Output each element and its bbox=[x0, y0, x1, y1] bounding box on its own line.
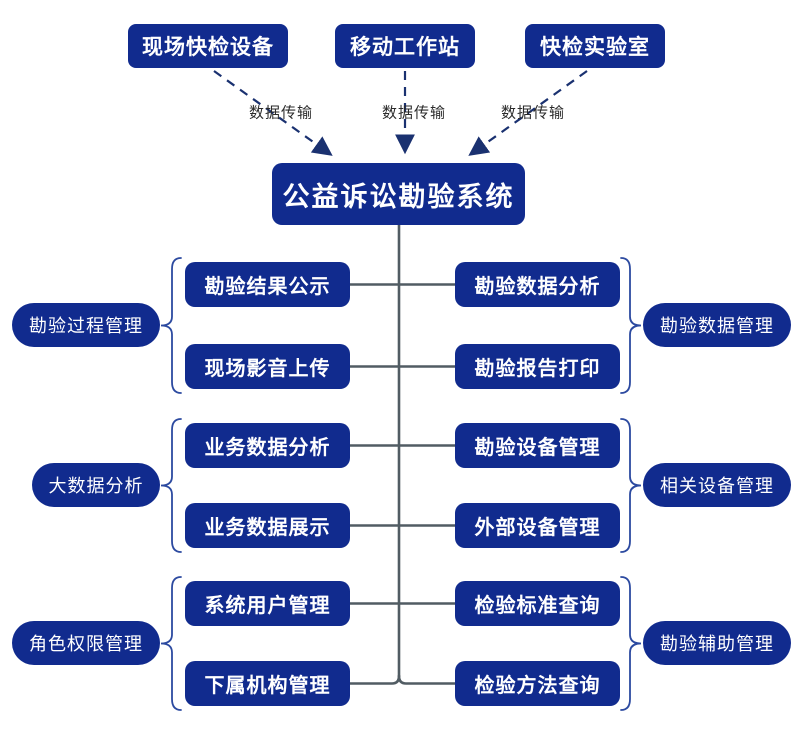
group-survey-process-management: 勘验过程管理 bbox=[12, 303, 160, 347]
node-public-interest-litigation-survey-system: 公益诉讼勘验系统 bbox=[272, 163, 525, 225]
data-transfer-label: 数据传输 bbox=[381, 104, 447, 122]
node-site-av-upload: 现场影音上传 bbox=[185, 344, 350, 389]
node-inspection-method-query: 检验方法查询 bbox=[455, 661, 620, 706]
node-survey-data-analysis: 勘验数据分析 bbox=[455, 262, 620, 307]
node-rapid-test-lab: 快检实验室 bbox=[525, 24, 665, 68]
dashed-arrow-icon bbox=[213, 70, 588, 156]
group-survey-data-management: 勘验数据管理 bbox=[643, 303, 791, 347]
node-survey-result-publicity: 勘验结果公示 bbox=[185, 262, 350, 307]
node-field-rapid-test-device: 现场快检设备 bbox=[128, 24, 288, 68]
node-mobile-workstation: 移动工作站 bbox=[335, 24, 475, 68]
node-survey-report-print: 勘验报告打印 bbox=[455, 344, 620, 389]
trunk-line bbox=[348, 223, 457, 685]
group-survey-assist-management: 勘验辅助管理 bbox=[643, 621, 791, 665]
brace-icon bbox=[160, 257, 642, 711]
group-related-device-management: 相关设备管理 bbox=[643, 463, 791, 507]
group-role-permission-management: 角色权限管理 bbox=[12, 621, 160, 665]
group-big-data-analysis: 大数据分析 bbox=[32, 463, 160, 507]
node-subordinate-org-management: 下属机构管理 bbox=[185, 661, 350, 706]
node-system-user-management: 系统用户管理 bbox=[185, 581, 350, 626]
node-survey-device-management: 勘验设备管理 bbox=[455, 423, 620, 468]
node-external-device-management: 外部设备管理 bbox=[455, 503, 620, 548]
data-transfer-label: 数据传输 bbox=[248, 104, 314, 122]
node-business-data-analysis: 业务数据分析 bbox=[185, 423, 350, 468]
node-inspection-standard-query: 检验标准查询 bbox=[455, 581, 620, 626]
node-business-data-display: 业务数据展示 bbox=[185, 503, 350, 548]
data-transfer-label: 数据传输 bbox=[500, 104, 566, 122]
